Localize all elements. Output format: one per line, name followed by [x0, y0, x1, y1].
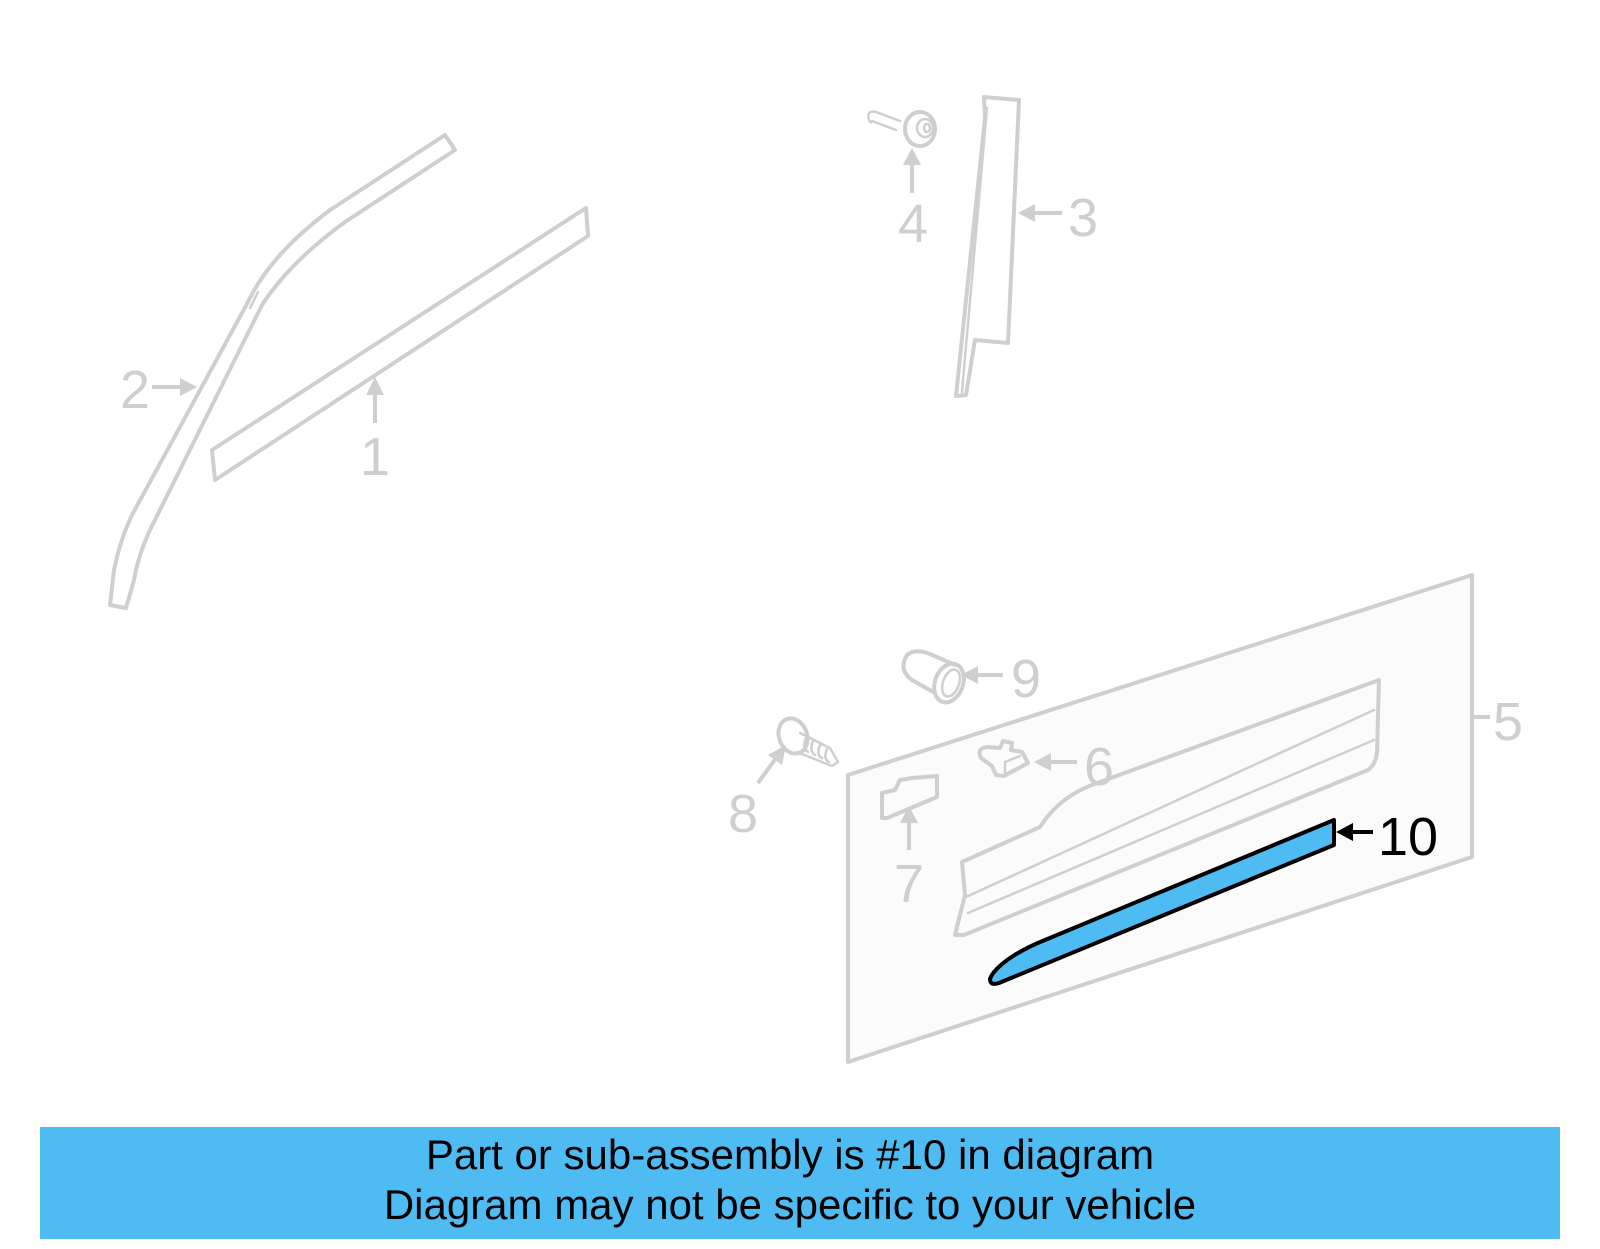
callout-9-label: 9: [1011, 649, 1041, 709]
part-1-belt-molding[interactable]: [210, 206, 590, 482]
callout-6-label: 6: [1084, 737, 1114, 797]
part-3-pillar-applique[interactable]: [954, 95, 1021, 398]
callout-2: 2: [120, 360, 197, 420]
callout-6: 6: [1034, 737, 1114, 797]
callout-4-label: 4: [898, 194, 928, 254]
callout-5-label: 5: [1493, 692, 1523, 752]
banner-disclaimer: Diagram may not be specific to your vehi…: [383, 1181, 1197, 1228]
part-8-screw[interactable]: [774, 714, 840, 768]
callout-9: 9: [961, 649, 1041, 709]
callout-8-label: 8: [728, 784, 758, 844]
callout-7: 7: [894, 806, 924, 914]
callout-10-label: 10: [1378, 807, 1438, 867]
door-trim-outline: [953, 678, 1381, 937]
part-10-body-side-molding[interactable]: [988, 818, 1336, 986]
callout-2-label: 2: [120, 360, 150, 420]
parts-diagram: 1 2 4 3 5: [108, 95, 1523, 1064]
callout-1: 1: [360, 377, 390, 487]
part-6-clip[interactable]: [977, 739, 1030, 778]
callout-5: 5: [1474, 692, 1523, 752]
part-2-frame-molding[interactable]: [108, 133, 457, 610]
callout-1-label: 1: [360, 427, 390, 487]
callout-4: 4: [898, 148, 928, 254]
callout-8: 8: [728, 745, 786, 844]
part-5-door-panel[interactable]: [846, 573, 1474, 1064]
callout-3-label: 3: [1068, 188, 1098, 248]
info-banner: Part or sub-assembly is #10 in diagram D…: [40, 1127, 1560, 1239]
callout-7-label: 7: [894, 854, 924, 914]
callout-3: 3: [1018, 188, 1098, 248]
part-7-bracket[interactable]: [880, 774, 939, 820]
banner-part-note: Part or sub-assembly is #10 in diagram: [425, 1131, 1155, 1178]
callout-10: 10: [1336, 807, 1438, 867]
part-4-bolt[interactable]: [867, 110, 937, 148]
part-9-rivet[interactable]: [901, 649, 969, 706]
